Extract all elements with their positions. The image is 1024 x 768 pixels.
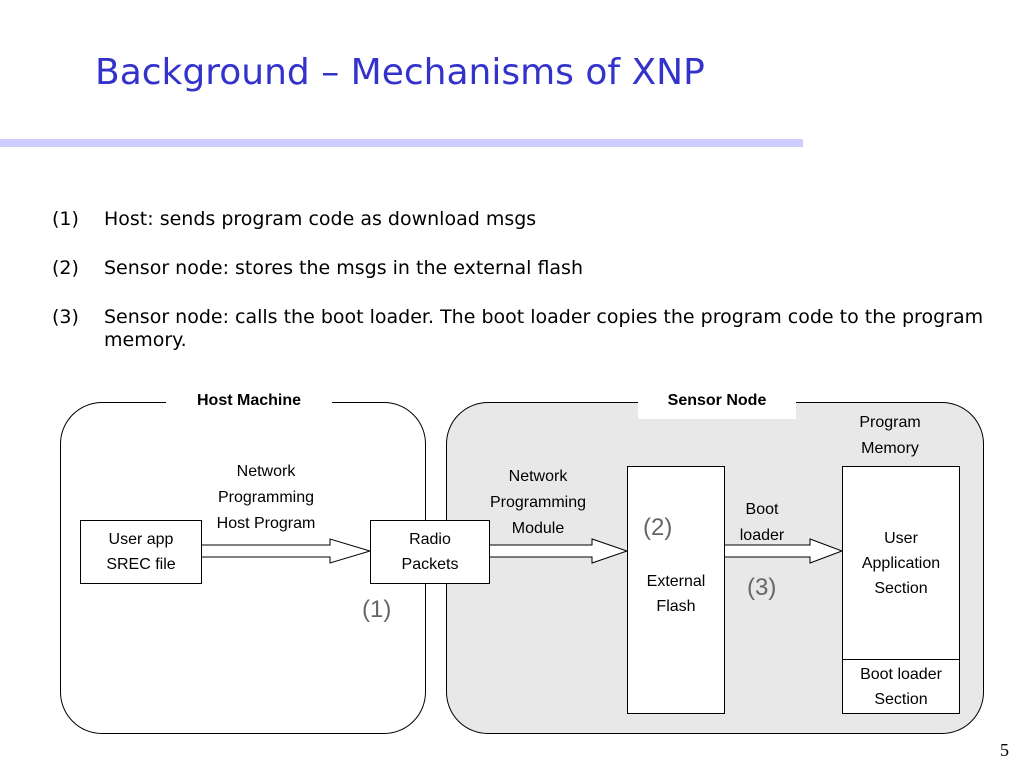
label-line: Programming [489,494,587,511]
label-line: loader [739,527,785,544]
label-line: Network [508,468,568,485]
section-line: Section [874,579,928,597]
radio-line: Radio [409,531,451,548]
section-line: Boot loader [860,666,942,683]
flash-line: External [646,573,706,590]
user-application-section: User Application Section [843,467,959,659]
arrow-flash-to-program [723,538,844,564]
bullet-text: Sensor node: stores the msgs in the exte… [104,257,583,279]
title-underline-bar [0,139,803,147]
label-line: Memory [861,440,919,457]
host-machine-label: Host Machine [166,389,332,413]
bullet-number: (2) [52,257,79,279]
label-line: Program [859,414,921,431]
label-line: Module [511,520,565,537]
page-number: 5 [1000,740,1009,760]
label-line: Network [236,463,296,480]
network-programming-host-program-label: Network Programming Host Program [198,459,334,537]
section-line: User [884,529,918,547]
program-memory-label: Program Memory [834,410,946,462]
boot-loader-label: Boot loader [724,497,800,549]
label-line: Boot [745,501,779,518]
step-1-marker: (1) [362,596,392,623]
packets-line: Packets [401,556,459,573]
step-3-marker: (3) [747,574,777,601]
label-line: Host Program [216,515,316,532]
bullet-text: Sensor node: calls the boot loader. The … [104,306,984,351]
flash-line: Flash [656,598,696,615]
boot-loader-section: Boot loader Section [843,659,959,714]
slide-title: Background – Mechanisms of XNP [95,52,705,93]
step-2-marker: (2) [643,514,673,541]
bullet-text: Host: sends program code as download msg… [104,208,537,230]
section-line: Section [874,691,928,708]
bullet-number: (3) [52,306,79,328]
bullet-number: (1) [52,208,79,230]
program-memory-box: User Application Section Boot loader Sec… [842,466,960,714]
network-programming-module-label: Network Programming Module [470,464,606,542]
radio-packets-box: Radio Packets [370,520,490,584]
user-app-line: User app [108,531,174,548]
arrow-user-to-radio [200,538,372,564]
external-flash-box: External Flash [627,466,725,714]
label-line: Programming [217,489,315,506]
sensor-node-label: Sensor Node [638,389,796,419]
srec-file-line: SREC file [106,556,176,573]
user-app-srec-box: User app SREC file [80,520,202,584]
section-line: Application [861,554,941,572]
arrow-radio-to-flash [488,538,629,564]
